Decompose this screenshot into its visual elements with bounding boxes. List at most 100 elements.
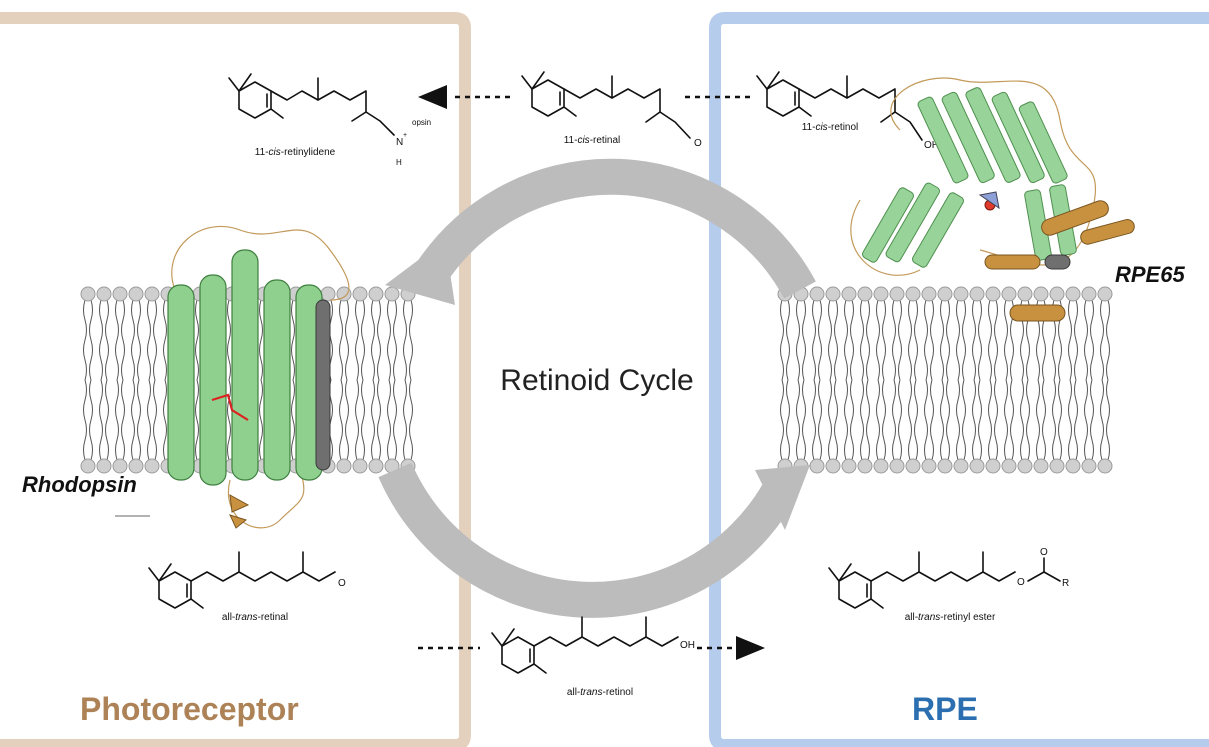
lipid-head-upper: [128, 286, 144, 381]
trans-retinal-o-atom: O: [338, 578, 346, 589]
rpe65-structure: [850, 77, 1135, 322]
lipid-head-lower: [953, 379, 969, 474]
photoreceptor-label: Photoreceptor: [80, 691, 299, 727]
lipid-head-upper: [857, 286, 873, 381]
rhodopsin-structure: [167, 225, 350, 529]
diagram-title: Retinoid Cycle: [500, 364, 693, 397]
lipid-head-lower: [825, 379, 841, 474]
retinylidene-h-atom: H: [396, 158, 402, 167]
lipid-head-upper: [1049, 286, 1065, 381]
lipid-head-upper: [841, 286, 857, 381]
ester-o-atom-2: O: [1040, 547, 1048, 558]
retinylidene-label: 11-cis-retinylidene: [255, 147, 336, 158]
lipid-head-upper: [352, 286, 368, 381]
retinylidene-n-atom: N: [396, 137, 403, 148]
lipid-head-lower: [352, 379, 368, 474]
lipid-head-upper: [985, 286, 1001, 381]
lipid-head-upper: [777, 286, 793, 381]
molecule-all-trans-retinyl-ester: O O R all-trans-retinyl ester: [828, 547, 1069, 623]
cis-retinol-label: 11-cis-retinol: [802, 122, 859, 133]
retinoid-cycle-arrow: [378, 158, 816, 618]
rhodopsin-label: Rhodopsin: [22, 472, 137, 497]
rpe-panel: [709, 12, 1209, 747]
lipid-head-lower: [1065, 379, 1081, 474]
lipid-head-lower: [969, 379, 985, 474]
arrowhead-to-photoreceptor: [418, 85, 447, 109]
lipid-head-lower: [1081, 379, 1097, 474]
molecule-all-trans-retinol: OH all-trans-retinol: [491, 616, 695, 698]
lipid-head-lower: [368, 379, 384, 474]
lipid-head-lower: [873, 379, 889, 474]
trans-retinal-label: all-trans-retinal: [222, 612, 288, 623]
lipid-head-upper: [1017, 286, 1033, 381]
lipid-head-upper: [112, 286, 128, 381]
lipid-head-upper: [1097, 286, 1113, 381]
lipid-head-lower: [1033, 379, 1049, 474]
lipid-head-upper: [336, 286, 352, 381]
lipid-head-lower: [128, 379, 144, 474]
lipid-head-upper: [368, 286, 384, 381]
lipid-head-upper: [400, 286, 416, 381]
lipid-head-lower: [777, 379, 793, 474]
lipid-head-lower: [112, 379, 128, 474]
ester-o-atom-1: O: [1017, 577, 1025, 588]
cycle-arrowhead-right: [755, 465, 810, 530]
photoreceptor-panel: [0, 12, 471, 747]
lipid-head-upper: [1033, 286, 1049, 381]
lipid-head-upper: [937, 286, 953, 381]
lipid-head-lower: [1017, 379, 1033, 474]
molecule-11-cis-retinylidene: N + opsin H 11-cis-retinylidene: [228, 73, 431, 167]
lipid-head-lower: [80, 379, 96, 474]
cis-retinal-o-atom: O: [694, 138, 702, 149]
retinylidene-opsin-label: opsin: [412, 118, 431, 127]
lipid-head-lower: [1001, 379, 1017, 474]
lipid-head-lower: [1049, 379, 1065, 474]
lipid-head-lower: [384, 379, 400, 474]
lipid-head-upper: [80, 286, 96, 381]
lipid-head-lower: [1097, 379, 1113, 474]
lipid-head-upper: [921, 286, 937, 381]
lipid-head-lower: [985, 379, 1001, 474]
transport-arrows: [418, 85, 765, 660]
lipid-head-upper: [1065, 286, 1081, 381]
rpe65-label: RPE65: [1115, 262, 1185, 287]
lipid-head-lower: [96, 379, 112, 474]
lipid-head-upper: [96, 286, 112, 381]
lipid-head-upper: [969, 286, 985, 381]
lipid-head-lower: [921, 379, 937, 474]
ester-r-group: R: [1062, 578, 1069, 589]
arrowhead-to-rpe: [736, 636, 765, 660]
lipid-head-upper: [873, 286, 889, 381]
cycle-arrow-top: [414, 158, 816, 299]
lipid-head-upper: [809, 286, 825, 381]
lipid-head-upper: [825, 286, 841, 381]
rpe-label: RPE: [912, 691, 978, 727]
cis-retinal-label: 11-cis-retinal: [564, 135, 621, 146]
lipid-head-lower: [400, 379, 416, 474]
lipid-head-upper: [1081, 286, 1097, 381]
trans-retinol-label: all-trans-retinol: [567, 687, 633, 698]
lipid-head-upper: [889, 286, 905, 381]
lipid-head-lower: [937, 379, 953, 474]
lipid-head-lower: [905, 379, 921, 474]
lipid-head-upper: [144, 286, 160, 381]
lipid-head-lower: [889, 379, 905, 474]
cis-retinol-oh-atom: OH: [924, 140, 939, 151]
cycle-arrow-bottom: [378, 462, 796, 618]
retinyl-ester-label: all-trans-retinyl ester: [905, 612, 996, 623]
lipid-head-upper: [793, 286, 809, 381]
lipid-head-upper: [1001, 286, 1017, 381]
lipid-head-lower: [793, 379, 809, 474]
lipid-head-lower: [336, 379, 352, 474]
cycle-arrowhead-left: [385, 240, 455, 305]
lipid-head-lower: [841, 379, 857, 474]
retinylidene-charge: +: [403, 132, 407, 139]
lipid-head-upper: [905, 286, 921, 381]
molecule-11-cis-retinol: OH 11-cis-retinol: [756, 71, 939, 151]
lipid-head-lower: [857, 379, 873, 474]
lipid-head-upper: [384, 286, 400, 381]
molecule-11-cis-retinal: O 11-cis-retinal: [521, 71, 702, 149]
lipid-head-lower: [144, 379, 160, 474]
trans-retinol-oh-atom: OH: [680, 640, 695, 651]
